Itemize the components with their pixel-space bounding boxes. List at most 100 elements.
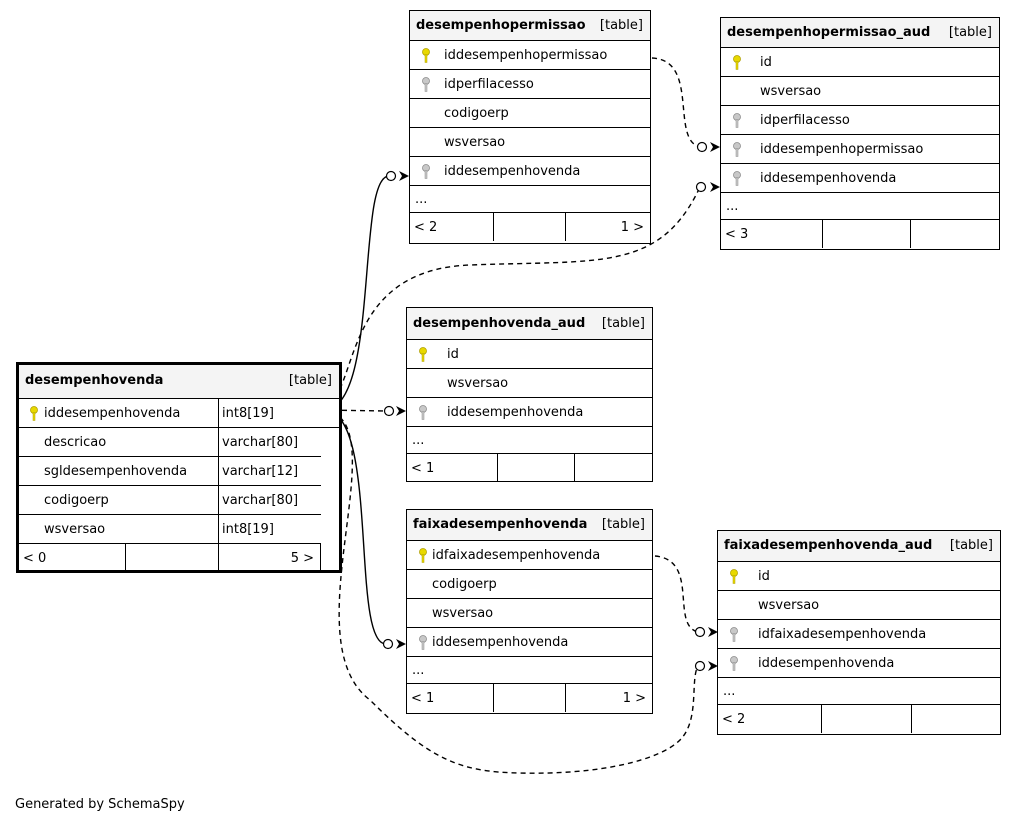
column-row[interactable]: iddesempenhopermissao — [721, 135, 999, 164]
foreign-key-icon — [733, 113, 741, 128]
column-row[interactable]: idfaixadesempenhovenda — [407, 541, 652, 570]
column-row[interactable]: id — [718, 562, 1000, 591]
parents-count[interactable]: < 0 — [23, 551, 47, 566]
column-name: wsversao — [760, 84, 822, 99]
column-row[interactable]: wsversao int8[19] — [19, 515, 321, 544]
column-name: id — [760, 55, 772, 70]
column-name: iddesempenhopermissao — [760, 142, 924, 157]
column-row[interactable]: iddesempenhovenda — [718, 649, 1000, 678]
column-row[interactable]: wsversao — [410, 128, 650, 157]
column-row[interactable]: codigoerp — [410, 99, 650, 128]
column-row[interactable]: idfaixadesempenhovenda — [718, 620, 1000, 649]
column-row[interactable]: descricao varchar[80] — [19, 428, 321, 457]
column-row[interactable]: id — [721, 48, 999, 77]
foreign-key-icon — [422, 164, 430, 179]
more-columns-row[interactable]: ... — [410, 186, 650, 213]
more-columns-label: ... — [415, 192, 428, 207]
more-columns-row[interactable]: ... — [407, 427, 652, 454]
relationship-line — [323, 175, 390, 411]
table-footer: < 0 5 > — [19, 544, 321, 572]
table-footer: < 2 1 > — [410, 213, 650, 241]
foreign-key-icon — [730, 656, 738, 671]
parents-count[interactable]: < 1 — [411, 461, 435, 476]
parents-count[interactable]: < 3 — [725, 227, 749, 242]
table-name: faixadesempenhovenda_aud — [724, 538, 933, 553]
column-row[interactable]: wsversao — [718, 591, 1000, 620]
relationship-line — [323, 186, 701, 411]
more-columns-row[interactable]: ... — [718, 678, 1000, 705]
table-name: desempenhovenda — [25, 373, 164, 388]
column-name: wsversao — [447, 376, 509, 391]
table-footer: < 2 — [718, 705, 1000, 733]
column-name: idfaixadesempenhovenda — [432, 548, 601, 563]
column-row[interactable]: wsversao — [407, 369, 652, 398]
column-row[interactable]: wsversao — [721, 77, 999, 106]
table-header: faixadesempenhovenda [table] — [407, 510, 652, 541]
column-name: iddesempenhovenda — [758, 656, 895, 671]
foreign-key-icon — [730, 627, 738, 642]
column-name: id — [758, 569, 770, 584]
more-columns-label: ... — [412, 663, 425, 678]
column-name: idfaixadesempenhovenda — [758, 627, 927, 642]
table-faixadesempenhovenda-aud[interactable]: faixadesempenhovenda_aud [table] id wsve… — [717, 530, 1001, 735]
table-footer: < 1 1 > — [407, 684, 652, 712]
column-name: sgldesempenhovenda — [44, 464, 188, 479]
column-row[interactable]: iddesempenhovenda int8[19] — [19, 399, 321, 428]
column-row[interactable]: iddesempenhopermissao — [410, 41, 650, 70]
column-name: iddesempenhovenda — [432, 635, 569, 650]
foreign-key-icon — [733, 142, 741, 157]
column-row[interactable]: iddesempenhovenda — [410, 157, 650, 186]
relationship-line — [654, 555, 699, 633]
children-count[interactable]: 5 > — [290, 551, 314, 566]
table-kind: [table] — [949, 538, 993, 553]
foreign-key-icon — [422, 77, 430, 92]
column-name: wsversao — [432, 606, 494, 621]
children-count[interactable]: 1 > — [620, 220, 644, 235]
foreign-key-icon — [419, 405, 427, 420]
column-row[interactable]: iddesempenhovenda — [721, 164, 999, 193]
table-desempenhopermissao-aud[interactable]: desempenhopermissao_aud [table] id wsver… — [720, 17, 1000, 250]
column-row[interactable]: iddesempenhovenda — [407, 398, 652, 427]
column-type: varchar[80] — [218, 428, 322, 456]
table-footer: < 3 — [721, 220, 999, 248]
table-faixadesempenhovenda[interactable]: faixadesempenhovenda [table] idfaixadese… — [406, 509, 653, 714]
table-kind: [table] — [601, 517, 645, 532]
more-columns-row[interactable]: ... — [721, 193, 999, 220]
foreign-key-icon — [733, 171, 741, 186]
column-row[interactable]: wsversao — [407, 599, 652, 628]
column-row[interactable]: id — [407, 340, 652, 369]
foreign-key-icon — [419, 635, 427, 650]
table-desempenhopermissao[interactable]: desempenhopermissao [table] iddesempenho… — [409, 10, 651, 244]
column-row[interactable]: codigoerp varchar[80] — [19, 486, 321, 515]
column-row[interactable]: iddesempenhovenda — [407, 628, 652, 657]
column-name: idperfilacesso — [760, 113, 850, 128]
more-columns-label: ... — [726, 199, 739, 214]
table-kind: [table] — [288, 373, 332, 388]
column-name: id — [447, 347, 459, 362]
more-columns-label: ... — [723, 684, 736, 699]
primary-key-icon — [419, 548, 427, 563]
column-type: varchar[80] — [218, 486, 322, 514]
table-footer: < 1 — [407, 454, 652, 482]
column-name: descricao — [44, 435, 107, 450]
column-name: iddesempenhovenda — [44, 406, 181, 421]
table-desempenhovenda[interactable]: desempenhovenda [table] iddesempenhovend… — [16, 362, 342, 573]
children-count[interactable]: 1 > — [622, 691, 646, 706]
relationship-anchor-column — [321, 399, 339, 428]
parents-count[interactable]: < 2 — [414, 220, 438, 235]
parents-count[interactable]: < 1 — [411, 691, 435, 706]
column-type: int8[19] — [218, 515, 322, 543]
table-desempenhovenda-aud[interactable]: desempenhovenda_aud [table] id wsversao … — [406, 307, 653, 482]
table-kind: [table] — [601, 316, 645, 331]
column-row[interactable]: codigoerp — [407, 570, 652, 599]
column-row[interactable]: idperfilacesso — [410, 70, 650, 99]
table-header: desempenhovenda [table] — [19, 365, 339, 399]
column-row[interactable]: idperfilacesso — [721, 106, 999, 135]
column-row[interactable]: sgldesempenhovenda varchar[12] — [19, 457, 321, 486]
column-name: iddesempenhovenda — [760, 171, 897, 186]
relationship-arrow-icon — [396, 142, 720, 671]
column-name: iddesempenhovenda — [447, 405, 584, 420]
more-columns-row[interactable]: ... — [407, 657, 652, 684]
parents-count[interactable]: < 2 — [722, 712, 746, 727]
